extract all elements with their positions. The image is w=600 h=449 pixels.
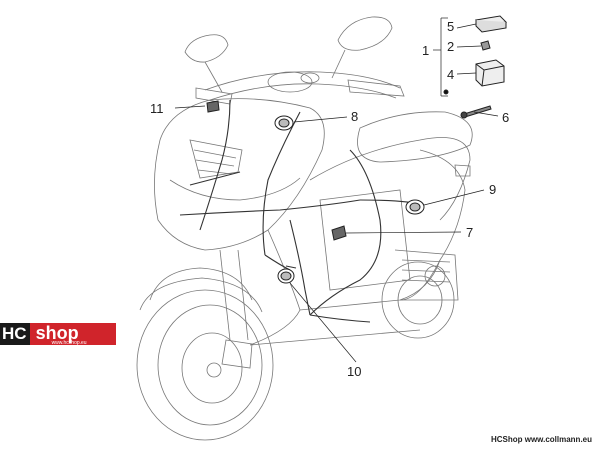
callout-labels: 1 2 4 5 6 7 8 9 10 11: [150, 19, 509, 379]
callout-11: 11: [150, 101, 164, 116]
footer-credit: HCShop www.collmann.eu: [490, 435, 592, 444]
bracket-dot: [443, 89, 449, 95]
logo-hc-text: HC: [0, 323, 30, 345]
callout-2: 2: [447, 39, 454, 54]
callout-9: 9: [489, 182, 496, 197]
hcshop-logo: HC shop www.hcshop.eu: [0, 323, 116, 346]
callout-5: 5: [447, 19, 454, 34]
fuse-part-2: [480, 40, 491, 51]
callout-8: 8: [351, 109, 358, 124]
callout-4: 4: [447, 67, 454, 82]
callout-6: 6: [502, 110, 509, 125]
callout-7: 7: [466, 225, 473, 240]
clip-part-11: [206, 100, 220, 113]
clip-part-7: [331, 225, 347, 241]
screw-part-6: [463, 105, 492, 118]
fuse-holder-part-4: [475, 59, 505, 87]
logo-shop-word: shop: [35, 323, 79, 343]
components: [206, 15, 508, 284]
callout-10: 10: [347, 364, 361, 379]
scooter-outline: [136, 16, 473, 441]
callout-1: 1: [422, 43, 429, 58]
logo-subtext: www.hcshop.eu: [51, 340, 87, 346]
logo-shop-text: shop www.hcshop.eu: [29, 323, 116, 346]
wiring-harness: [179, 99, 421, 323]
leader-lines: [174, 17, 499, 363]
